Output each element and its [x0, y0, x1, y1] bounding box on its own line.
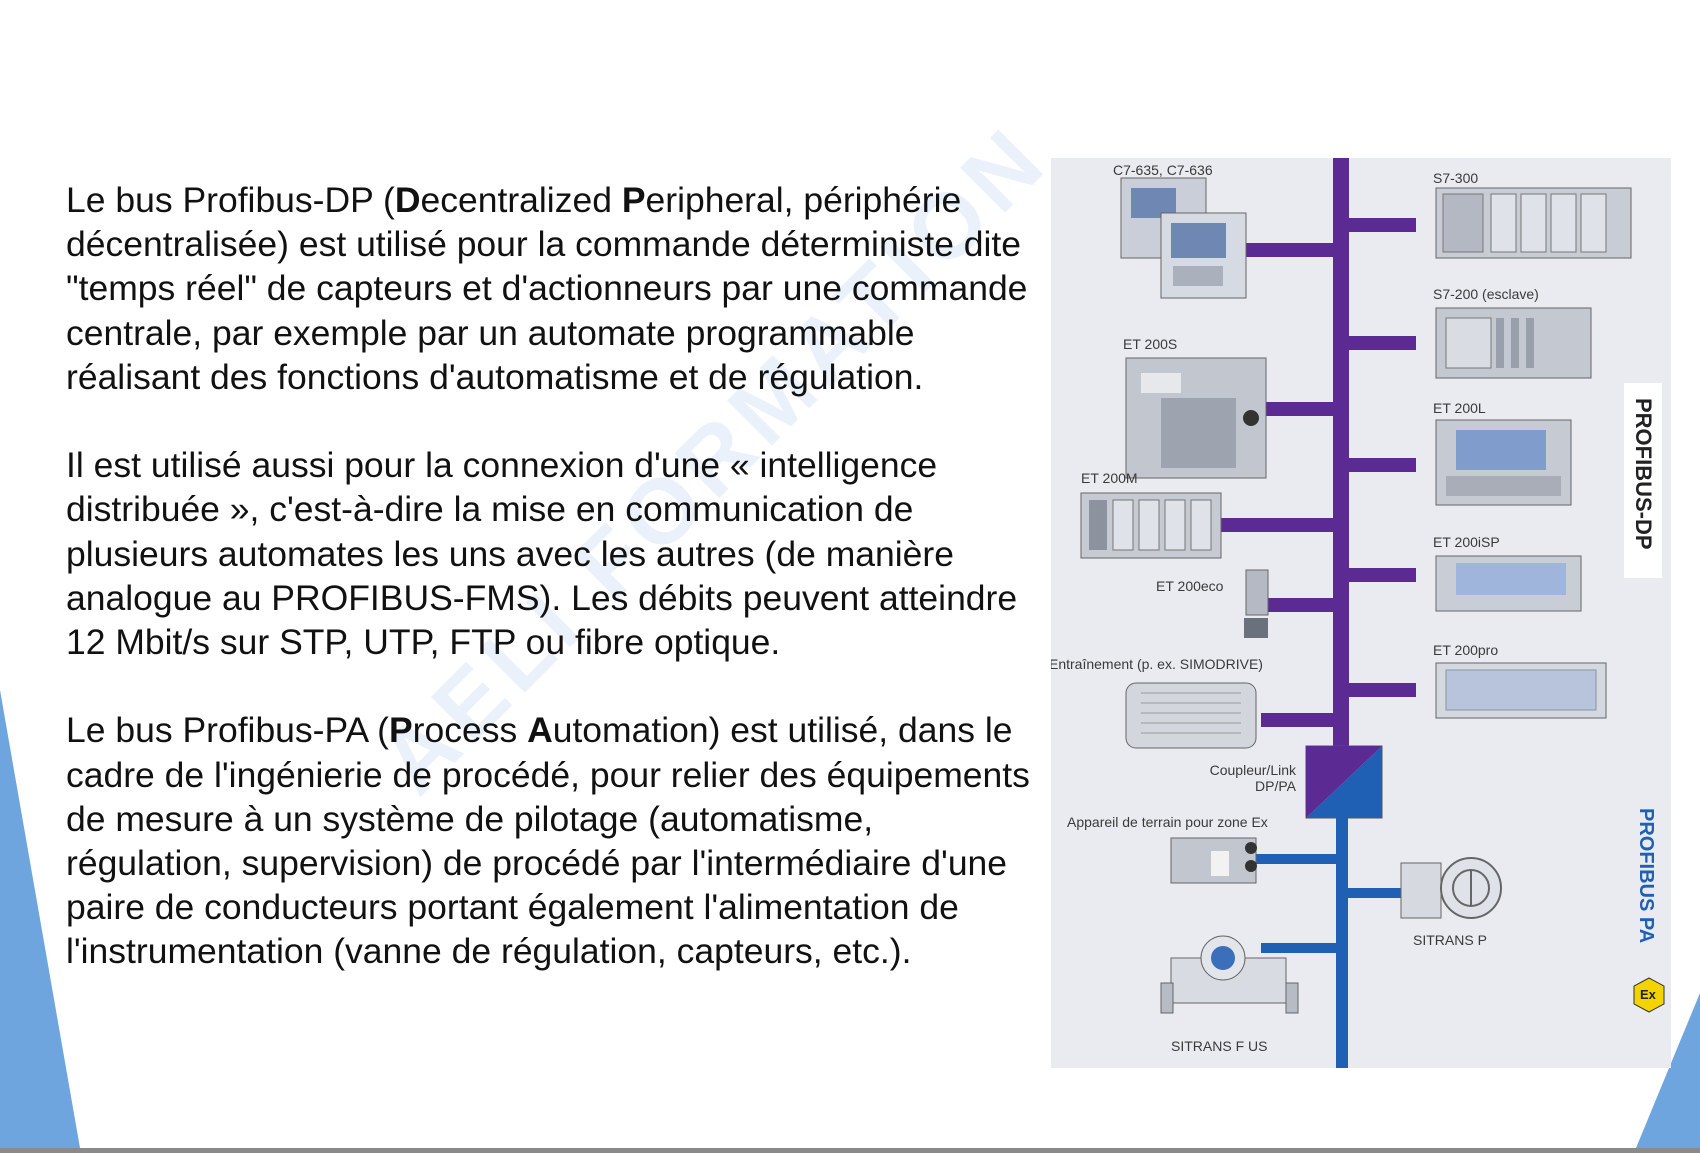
label-et200eco: ET 200eco: [1156, 578, 1224, 594]
label-et200isp: ET 200iSP: [1433, 534, 1500, 550]
text-run: utomation) est utilisé, dans le cadre de…: [66, 710, 1030, 972]
label-field-device-ex: Appareil de terrain pour zone Ex: [1067, 814, 1268, 830]
sitrans-p-icon: [1400, 857, 1502, 919]
coupler-dp-pa-icon: [1305, 745, 1383, 819]
et200l-icon: [1435, 419, 1572, 506]
et200s-icon: [1125, 357, 1267, 479]
label-profibus-dp: PROFIBUS-DP: [1631, 398, 1656, 550]
label-ex-badge: Ex: [1640, 987, 1656, 1002]
label-c7: C7-635, C7-636: [1113, 162, 1213, 178]
left-corner-decoration: [0, 690, 80, 1148]
text-run: Le bus Profibus-PA (: [66, 710, 389, 751]
label-et200l: ET 200L: [1433, 400, 1486, 416]
bold-initial: D: [394, 180, 421, 220]
et200isp-icon: [1435, 555, 1582, 612]
paragraph-intelligence-distribuee: Il est utilisé aussi pour la connexion d…: [66, 443, 1041, 664]
et200eco-icon: [1244, 569, 1269, 638]
branch-s7300: [1346, 218, 1416, 232]
label-et200pro: ET 200pro: [1433, 642, 1499, 658]
field-device-ex-icon: [1170, 837, 1257, 884]
ex-badge-icon: [1633, 977, 1665, 1013]
branch-field-ex: [1256, 854, 1338, 864]
label-s7-200: S7-200 (esclave): [1433, 286, 1539, 302]
branch-et200s: [1266, 402, 1336, 416]
profibus-pa-bus-line: [1336, 818, 1348, 1068]
branch-et200l: [1346, 458, 1416, 472]
text-run: ecentralized: [420, 180, 622, 220]
paragraph-profibus-pa: Le bus Profibus-PA (Process Automation) …: [66, 708, 1041, 973]
label-et200s: ET 200S: [1123, 336, 1178, 352]
label-drive: Entraînement (p. ex. SIMODRIVE): [1051, 656, 1263, 672]
branch-s7200: [1346, 336, 1416, 350]
text-run: eripheral, périphérie décentralisée) est…: [66, 180, 1028, 397]
bold-initial: P: [621, 180, 646, 220]
branch-et200m: [1221, 518, 1336, 532]
bold-initial: P: [388, 710, 413, 751]
label-profibus-pa: PROFIBUS PA: [1635, 808, 1657, 944]
drive-motor-icon: [1125, 682, 1257, 749]
label-coupler: Coupleur/Link DP/PA: [1209, 762, 1296, 794]
body-text: Le bus Profibus-DP (Decentralized Periph…: [66, 178, 1041, 1018]
s7-200-icon: [1435, 307, 1592, 379]
bottom-band: [0, 1148, 1700, 1153]
profibus-dp-label-plate: [1624, 383, 1662, 578]
network-diagram-graphics: [1080, 158, 1665, 1068]
branch-et200pro: [1346, 683, 1416, 697]
label-et200m: ET 200M: [1081, 470, 1138, 486]
label-s7-300: S7-300: [1433, 170, 1479, 186]
branch-sitrans-f: [1261, 943, 1338, 953]
et200pro-icon: [1435, 662, 1607, 719]
branch-drive: [1261, 713, 1336, 727]
branch-et200eco: [1266, 598, 1336, 612]
label-sitrans-f-us: SITRANS F US: [1171, 1038, 1268, 1054]
paragraph-profibus-dp: Le bus Profibus-DP (Decentralized Periph…: [66, 178, 1041, 399]
text-run: Le bus Profibus-DP (: [66, 180, 395, 220]
right-corner-decoration: [1636, 993, 1700, 1148]
sitrans-f-us-icon: [1160, 935, 1299, 1014]
label-sitrans-p: SITRANS P: [1413, 932, 1487, 948]
branch-et200isp: [1346, 568, 1416, 582]
s7-300-icon: [1435, 187, 1632, 259]
profibus-dp-bus-line: [1333, 158, 1349, 748]
c7-panel-icon: [1120, 177, 1247, 299]
bold-initial: A: [527, 710, 553, 751]
branch-sitrans-p: [1346, 888, 1401, 898]
et200m-icon: [1080, 492, 1222, 559]
text-run: rocess: [412, 710, 528, 751]
text-run: Il est utilisé aussi pour la connexion d…: [66, 445, 1018, 663]
profibus-network-diagram: C7-635, C7-636 S7-300 S7-200 (esclave) E…: [1051, 158, 1671, 1068]
